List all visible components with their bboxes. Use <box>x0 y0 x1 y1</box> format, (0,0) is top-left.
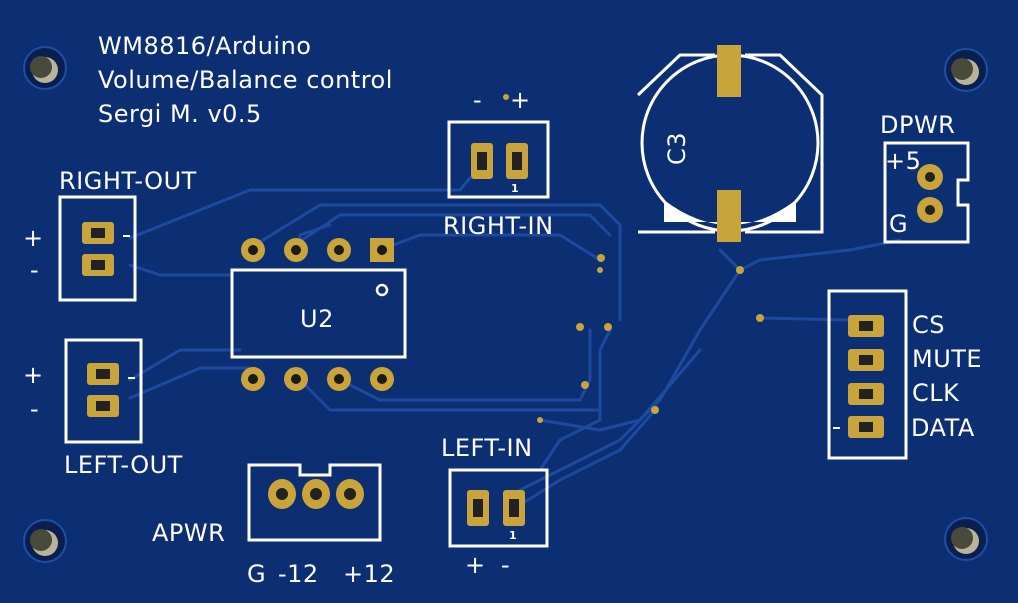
mounting-holes <box>23 46 988 563</box>
right-in-minus: - <box>473 86 483 114</box>
mounting-hole <box>944 517 988 561</box>
title-line2: Volume/Balance control <box>98 66 393 94</box>
apwr-pin-p12: +12 <box>343 560 396 588</box>
u2-pins <box>241 238 394 391</box>
left-out-label: LEFT-OUT <box>64 451 183 479</box>
right-out-outline <box>58 195 137 302</box>
vias <box>503 94 764 423</box>
title-line3: Sergi M. v0.5 <box>98 100 262 128</box>
right-out-label: RIGHT-OUT <box>59 167 197 195</box>
silkscreen-outlines <box>58 53 970 548</box>
left-in-minus: - <box>501 551 511 579</box>
dpwr-pin-p5: +5 <box>885 147 922 175</box>
control-pin-data: DATA <box>911 414 975 442</box>
u2-outline <box>230 268 407 359</box>
c3-outline <box>636 53 824 234</box>
control-header-outline <box>827 289 908 460</box>
right-in-outline <box>447 120 550 199</box>
left-out-plus: + <box>23 361 44 389</box>
left-out-minus: - <box>30 395 40 423</box>
control-pin-clk: CLK <box>912 379 960 407</box>
right-in-plus: + <box>510 86 531 114</box>
u2-ref: U2 <box>300 305 334 333</box>
mounting-hole <box>944 48 988 92</box>
right-out-minus: - <box>30 256 40 284</box>
right-out-plus: + <box>23 224 44 252</box>
title-line1: WM8816/Arduino <box>98 32 312 60</box>
dpwr-pin-g: G <box>889 210 909 238</box>
capacitor-c3 <box>640 45 820 242</box>
dpwr-outline <box>883 141 970 244</box>
left-in-label: LEFT-IN <box>441 434 533 462</box>
apwr-label: APWR <box>152 519 226 547</box>
control-pin-cs: CS <box>912 311 945 339</box>
mounting-hole <box>23 519 67 563</box>
right-in-pin1: 1 <box>511 182 520 195</box>
left-in-plus: + <box>465 551 486 579</box>
apwr-pin-g: G <box>247 560 267 588</box>
c3-ref: C3 <box>663 131 691 165</box>
dpwr-label: DPWR <box>880 111 956 139</box>
connector-pads <box>82 143 943 526</box>
apwr-pin-m12: -12 <box>278 560 319 588</box>
control-pin-mute: MUTE <box>912 345 983 373</box>
right-in-label: RIGHT-IN <box>443 212 554 240</box>
copper-traces <box>128 176 902 507</box>
left-in-pin1: 1 <box>509 529 518 542</box>
left-in-outline <box>448 468 549 548</box>
pin-ticks <box>123 235 840 429</box>
mounting-hole <box>23 46 67 90</box>
left-out-outline <box>64 338 143 444</box>
apwr-outline <box>247 463 382 542</box>
